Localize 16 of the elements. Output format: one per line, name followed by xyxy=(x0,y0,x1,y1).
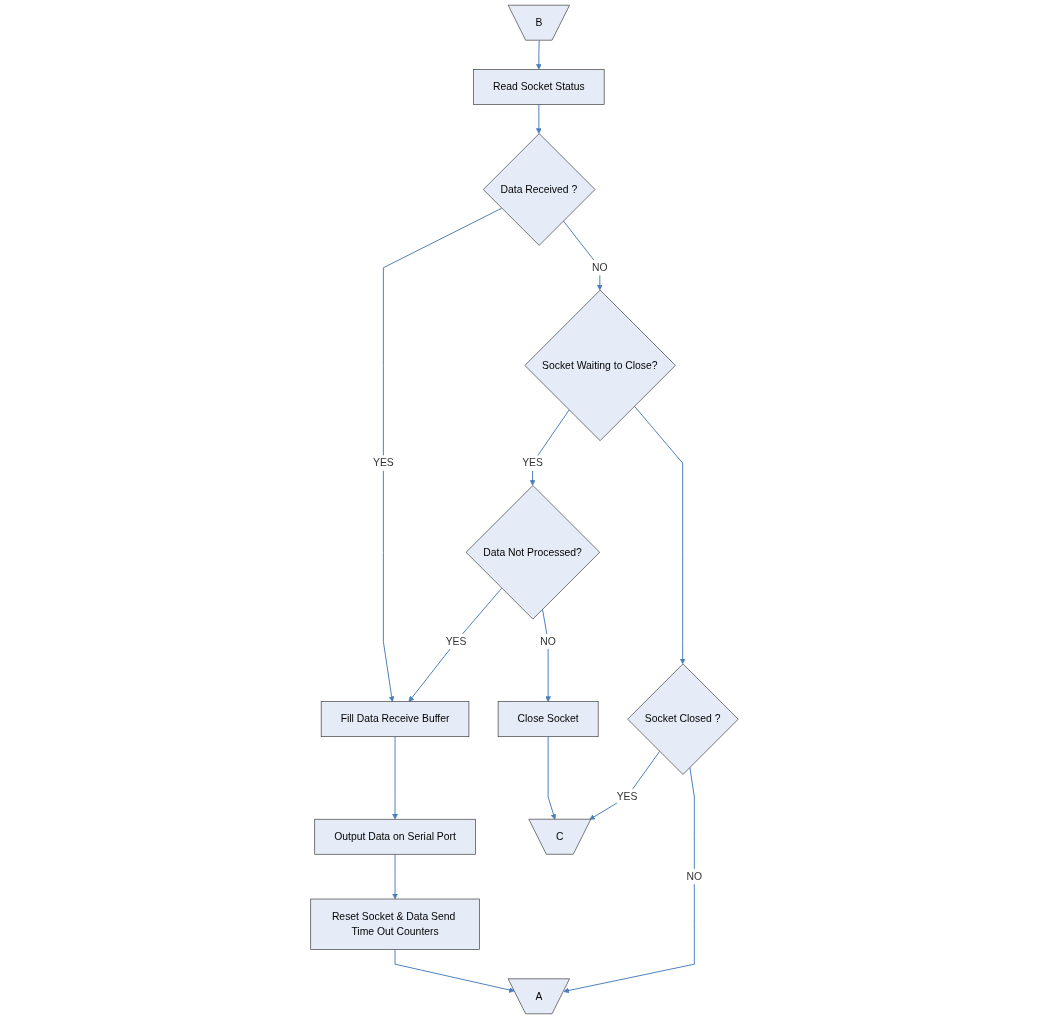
node-box: Read Socket Status xyxy=(473,69,605,105)
node-diamond: Data Not Processed? xyxy=(465,485,601,620)
node-box: Output Data on Serial Port xyxy=(314,818,476,855)
edge-label: NO xyxy=(592,261,608,273)
edge-label: NO xyxy=(540,635,556,647)
edge-label: YES xyxy=(445,635,467,647)
node-box: Close Socket xyxy=(497,701,599,737)
edge-label: YES xyxy=(522,457,543,469)
edge-label: NO xyxy=(686,870,703,882)
edge-label: YES xyxy=(372,457,394,469)
node-box: Fill Data Receive Buffer xyxy=(320,701,470,737)
node-diamond: Data Received ? xyxy=(482,133,596,246)
edge-label: YES xyxy=(616,791,638,803)
node-diamond: Socket Closed ? xyxy=(627,663,739,775)
node-diamond: Socket Waiting to Close? xyxy=(524,289,676,442)
node-box: Reset Socket & Data Send Time Out Counters xyxy=(310,898,480,950)
